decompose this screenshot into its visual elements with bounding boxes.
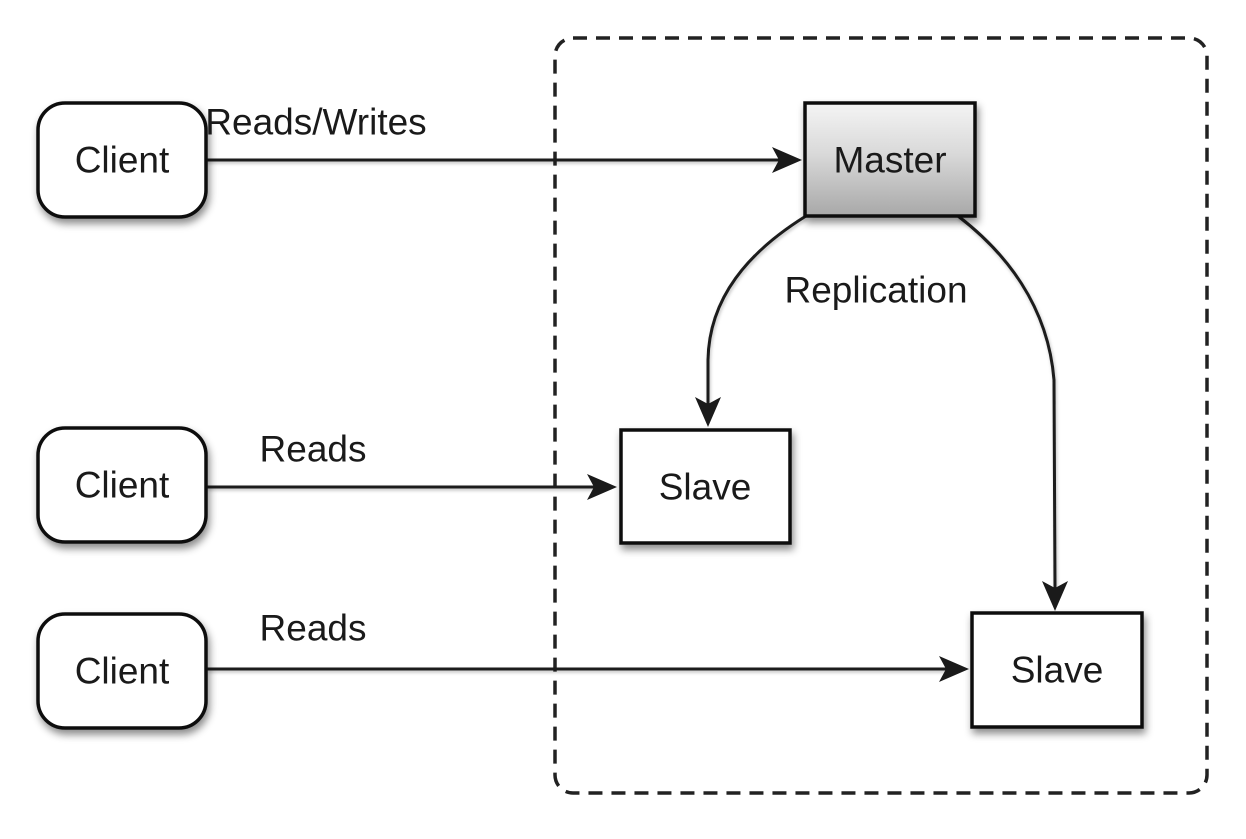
slave-2-label: Slave xyxy=(1011,650,1104,691)
edge-master-slave2 xyxy=(957,214,1057,589)
client-1-box xyxy=(36,101,208,219)
label-replication: Replication xyxy=(784,270,967,311)
node-master: Master xyxy=(803,101,977,218)
node-slave-1: Slave xyxy=(619,428,792,545)
node-client-3: Client xyxy=(36,612,208,730)
slave-1-box xyxy=(619,428,792,545)
arrowhead-slave1-replication xyxy=(695,397,721,427)
arrowhead-slave2-replication xyxy=(1042,581,1068,611)
master-box xyxy=(803,101,977,218)
arrowhead-slave1-read xyxy=(587,474,617,500)
client-2-label: Client xyxy=(75,465,170,506)
client-3-label: Client xyxy=(75,651,170,692)
label-reads-2: Reads xyxy=(260,608,367,649)
edge-lines xyxy=(205,158,1057,671)
master-label: Master xyxy=(833,140,946,181)
client-1-label: Client xyxy=(75,140,170,181)
arrowheads xyxy=(587,147,1068,682)
client-3-box xyxy=(36,612,208,730)
node-client-1: Client xyxy=(36,101,208,219)
client-2-box xyxy=(36,426,208,544)
arrowhead-master xyxy=(772,147,802,173)
replication-cluster-boundary xyxy=(553,36,1209,795)
slave-1-label: Slave xyxy=(659,467,752,508)
arrowhead-slave2-read xyxy=(939,656,969,682)
node-slave-2: Slave xyxy=(970,611,1144,729)
slave-2-box xyxy=(970,611,1144,729)
label-reads-writes: Reads/Writes xyxy=(205,102,426,143)
edge-master-slave1 xyxy=(706,214,807,404)
label-reads-1: Reads xyxy=(260,429,367,470)
node-client-2: Client xyxy=(36,426,208,544)
